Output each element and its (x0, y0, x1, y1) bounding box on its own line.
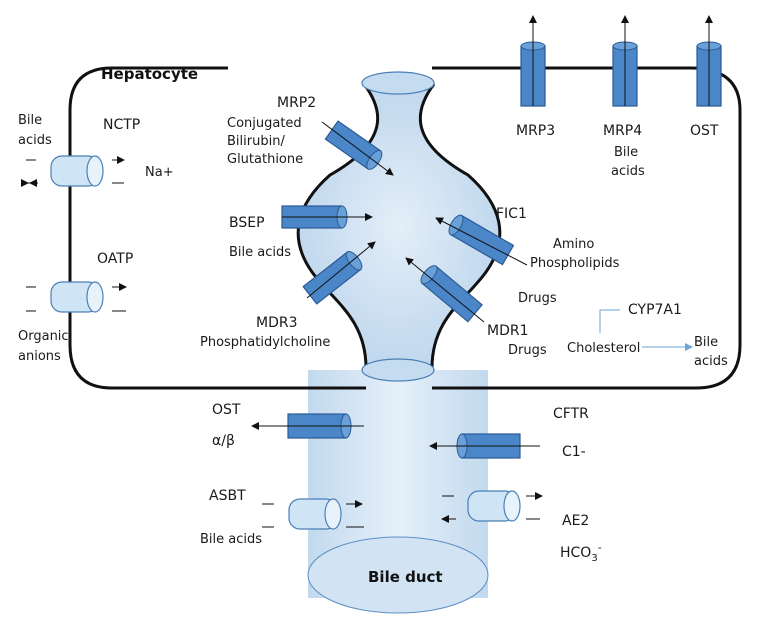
bile-acids-left-label-1: Bile (18, 113, 42, 128)
bsep-substrate: Bile acids (229, 245, 291, 260)
mdr3-label: MDR3 (256, 315, 298, 331)
mrp4-label: MRP4 (603, 123, 642, 139)
oatp-transporter (26, 281, 127, 313)
mrp3-transporter (520, 15, 546, 107)
mrp2-substrate-3: Glutathione (227, 152, 303, 167)
mdr1-arrow (405, 257, 485, 323)
tight-junction-bottom (361, 358, 435, 382)
ost-transporter-top (696, 15, 722, 107)
bile-acids-left-label-2: acids (18, 133, 52, 148)
chloride-label: C1- (562, 444, 586, 460)
nctp-transporter (21, 155, 125, 187)
cyp7a1-pathway (599, 309, 693, 351)
tight-junction-top (361, 71, 435, 95)
ost-top-label: OST (690, 123, 719, 139)
asbt-substrate: Bile acids (200, 532, 262, 547)
mdr3-arrow (306, 241, 376, 299)
mrp3-label: MRP3 (516, 123, 555, 139)
hepatocyte-label: Hepatocyte (101, 65, 198, 83)
mrp4-transporter (612, 15, 638, 107)
fic1-substrate-2: Phospholipids (530, 256, 620, 271)
fic1-substrate-1: Amino (553, 237, 594, 252)
asbt-transporter (262, 498, 364, 530)
fic1-label: FIC1 (496, 206, 527, 222)
mrp2-substrate-1: Conjugated (227, 116, 302, 131)
ost-alpha-beta-transporter (251, 413, 364, 439)
mdr1-substrate: Drugs (508, 343, 547, 358)
mrp2-arrow (321, 121, 394, 176)
canalicular-membrane-right (418, 83, 502, 369)
bile-duct-label: Bile duct (368, 568, 443, 586)
mrp2-label: MRP2 (277, 95, 316, 111)
cholesterol-label: Cholesterol (567, 341, 640, 356)
sodium-label: Na+ (145, 165, 174, 180)
mrp2-substrate-2: Bilirubin/ (227, 134, 285, 149)
fic1-arrow (435, 217, 528, 266)
mrp4-substrate-1: Bile (614, 145, 638, 160)
bsep-label: BSEP (229, 215, 265, 231)
asbt-label: ASBT (209, 488, 246, 504)
bile-acids-right-label-2: acids (694, 354, 728, 369)
alpha-beta-label: α/β (212, 433, 235, 449)
hepatocyte-membrane-left (68, 66, 366, 390)
mrp4-substrate-2: acids (611, 164, 645, 179)
organic-anions-label-2: anions (18, 349, 61, 364)
ae2-transporter (441, 490, 543, 523)
bile-acids-right-label-1: Bile (694, 335, 718, 350)
cftr-label: CFTR (553, 406, 589, 422)
mdr1-label: MDR1 (487, 323, 529, 339)
ae2-label: AE2 (562, 513, 589, 529)
bile-duct-opening (307, 536, 489, 614)
ost-duct-label: OST (212, 402, 241, 418)
bile-duct (307, 370, 489, 614)
cftr-transporter (429, 433, 540, 459)
nctp-label: NCTP (103, 117, 140, 133)
mdr3-substrate: Phosphatidylcholine (200, 335, 330, 350)
organic-anions-label-1: Organic (18, 329, 69, 344)
cyp7a1-label: CYP7A1 (628, 302, 682, 318)
oatp-label: OATP (97, 251, 133, 267)
mdr1-drugs-label: Drugs (518, 291, 557, 306)
bicarbonate-label: HCO3- (560, 541, 602, 564)
